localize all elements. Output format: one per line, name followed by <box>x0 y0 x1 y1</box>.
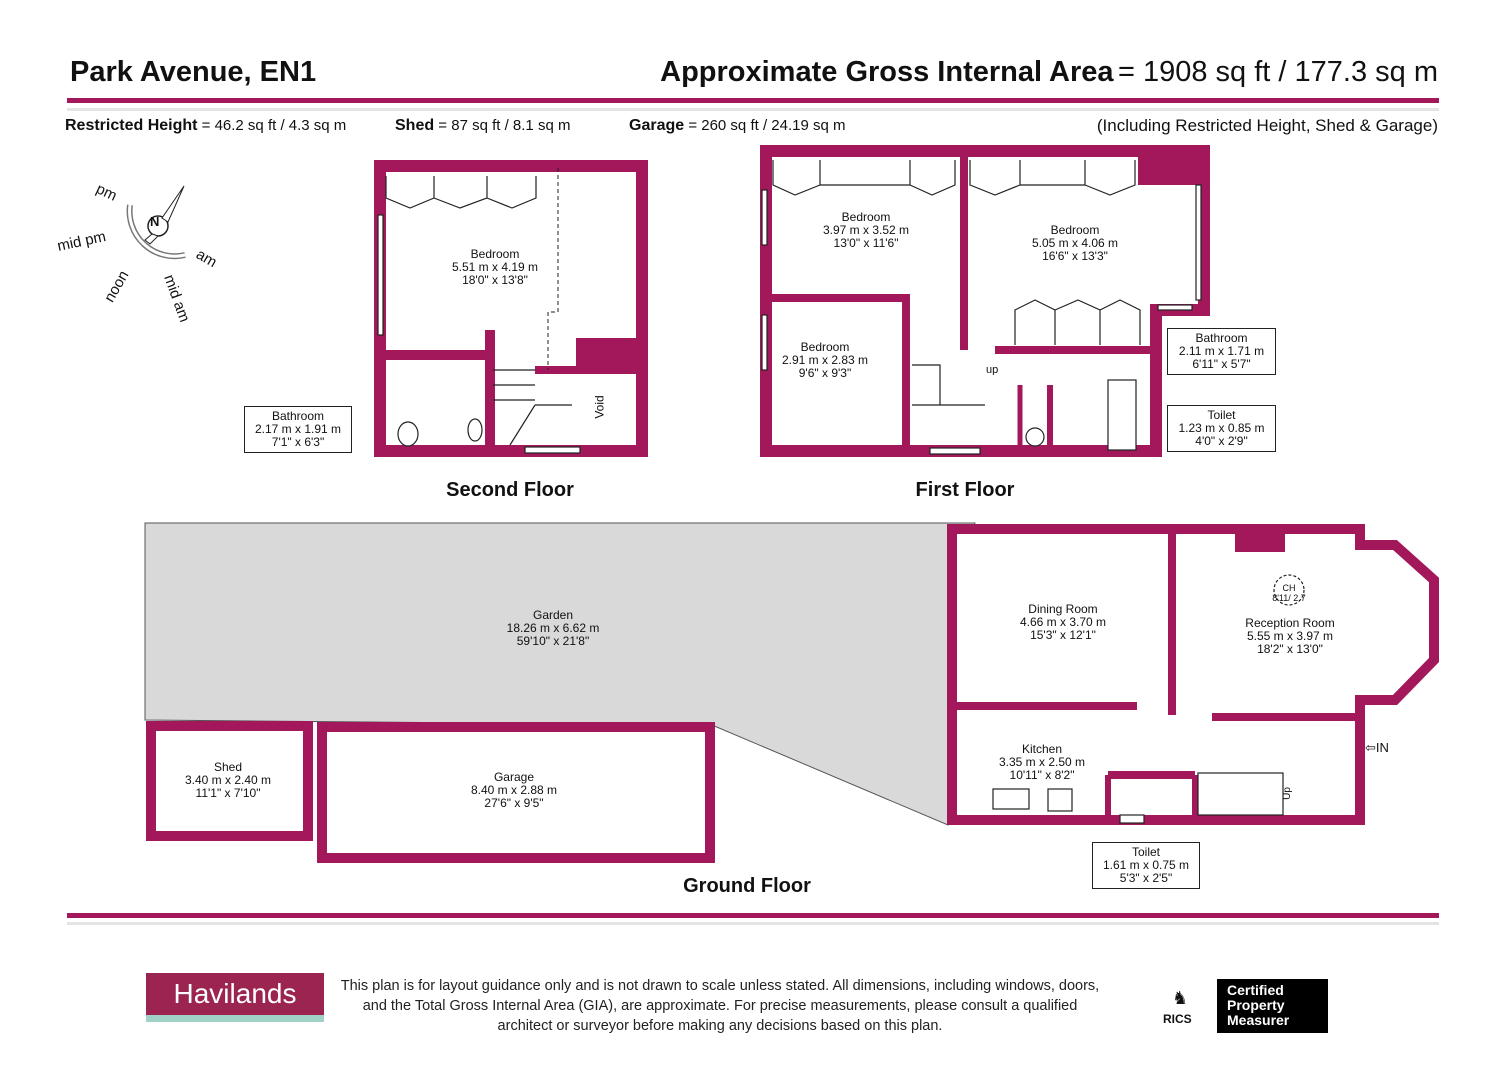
compass-north-label: N <box>150 214 160 229</box>
footer-divider-light <box>67 922 1439 925</box>
second-floor-label: Second Floor <box>446 479 574 501</box>
garage-outline <box>317 722 715 863</box>
first-floor-label: First Floor <box>915 479 1015 501</box>
garage-area: Garage = 260 sq ft / 24.19 sq m <box>629 117 846 134</box>
entrance-label: ⇦IN <box>1365 740 1389 755</box>
shed-area: Shed = 87 sq ft / 8.1 sq m <box>395 117 571 134</box>
stairs-down-label: dn <box>986 364 999 376</box>
second-floor-plan <box>374 160 648 457</box>
ground-floor-plan <box>144 522 1439 863</box>
rics-lion-icon: ♞ <box>1172 988 1189 1008</box>
including-note: (Including Restricted Height, Shed & Gar… <box>1096 116 1438 135</box>
property-title: Park Avenue, EN1 <box>70 56 317 88</box>
void-label: Void <box>592 395 607 419</box>
stairs-up-label: Up <box>1281 787 1293 800</box>
restricted-height-area: Restricted Height = 46.2 sq ft / 4.3 sq … <box>65 117 347 134</box>
shed-outline <box>146 721 313 841</box>
area-value: = 1908 sq ft / 177.3 sq m <box>1117 56 1438 88</box>
header-divider-light <box>67 108 1439 111</box>
disclaimer-text: This plan is for layout guidance only an… <box>340 978 1100 1034</box>
first-floor-plan <box>760 145 1210 457</box>
compass-icon <box>126 185 186 260</box>
house-outline <box>947 524 1439 825</box>
area-label: Approximate Gross Internal Area <box>660 56 1114 88</box>
havilands-logo: Havilands <box>146 973 324 1022</box>
rics-logo: RICS <box>1163 1012 1192 1026</box>
ground-floor-label: Ground Floor <box>683 875 811 897</box>
header-divider <box>67 98 1439 103</box>
gross-area: Approximate Gross Internal Area = 1908 s… <box>660 56 1438 89</box>
footer-divider <box>67 913 1439 918</box>
